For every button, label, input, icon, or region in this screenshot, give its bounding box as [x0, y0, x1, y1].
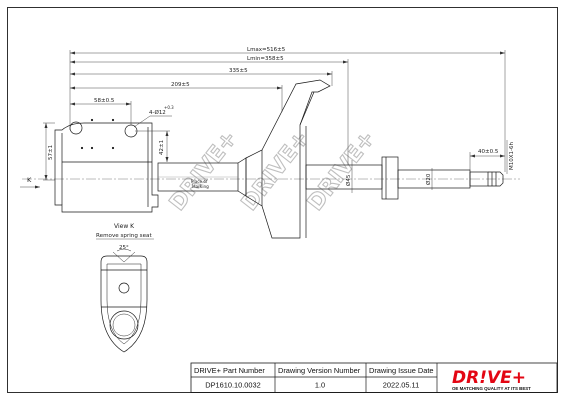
bracket-dots	[80, 118, 115, 150]
view-k-hole	[118, 282, 130, 294]
dim-thread: M10X1-6h	[509, 142, 515, 170]
dim-42: 42±1	[159, 140, 165, 155]
sheet-border	[7, 7, 558, 393]
drive-plus-logo: DR!VE+	[452, 368, 526, 388]
tb-issue-date: 2022.05.11	[383, 381, 419, 390]
watermark-2: DRIVE+	[237, 126, 315, 215]
title-block: DRIVE+ Part Number Drawing Version Numbe…	[190, 362, 558, 393]
top-cap	[381, 156, 399, 200]
tb-header-version: Drawing Version Number	[278, 366, 361, 375]
dim-dia-20: Ø20	[425, 173, 432, 185]
dim-335: 335±5	[229, 68, 248, 74]
view-k-detail: View K Remove spring seat 25°	[96, 223, 154, 353]
view-k-bracket	[100, 255, 148, 353]
dim-lmin: Lmin=358±5	[247, 56, 284, 62]
logo-tagline: OE MATCHING QUALITY AT ITS BEST	[452, 386, 531, 391]
tb-header-issue-date: Drawing Issue Date	[369, 366, 434, 375]
tb-header-part-number: DRIVE+ Part Number	[194, 366, 265, 375]
dim-209: 209±5	[171, 82, 190, 88]
dimension-lines	[20, 50, 508, 193]
tb-version: 1.0	[315, 381, 325, 390]
dim-lmax: Lmax=516±5	[247, 47, 286, 53]
watermark-1: DRIVE+	[165, 126, 243, 215]
view-k-tube	[109, 310, 139, 340]
dim-dia-45: Ø45	[345, 174, 352, 186]
dim-thread-len: 40±0.5	[478, 149, 499, 155]
dim-hole-tol: +0.3	[164, 105, 174, 110]
dimension-texts: Lmax=516±5 Lmin=358±5 335±5 209±5 58±0.5…	[27, 47, 515, 189]
view-mark-k: K	[27, 176, 32, 184]
marking-label-2: Marking	[192, 184, 209, 189]
dim-hole-dia: 4-Ø12	[149, 109, 166, 116]
shock-absorber-side-view	[22, 79, 520, 239]
view-k-subtitle: Remove spring seat	[96, 233, 152, 239]
dim-58: 58±0.5	[94, 98, 115, 104]
dimension-arrows	[35, 51, 505, 189]
tb-part-number: DP1610.10.0032	[205, 381, 260, 390]
rod-thread	[469, 171, 489, 187]
dim-57: 57±1	[48, 145, 54, 160]
view-k-title: View K	[114, 223, 135, 230]
knuckle-bracket	[54, 122, 159, 213]
watermark-3: DRIVE+	[303, 126, 381, 215]
marking-label-1: Place of	[191, 179, 208, 184]
view-k-angle: 25°	[119, 245, 129, 251]
